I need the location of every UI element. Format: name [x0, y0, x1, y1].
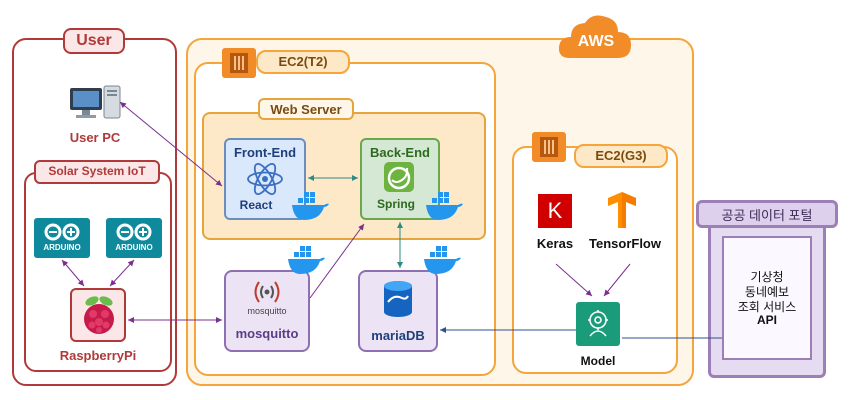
edge-arduino2-pi	[109, 259, 135, 287]
edge-arduino1-pi	[61, 259, 85, 287]
aws-badge: AWS	[577, 33, 615, 50]
user-title-tab	[63, 28, 125, 54]
react-icon	[247, 163, 283, 195]
edge-mosquitto-backend	[309, 223, 365, 299]
ec2-t2-title: EC2(T2)	[278, 54, 328, 69]
user-title: User	[76, 32, 112, 49]
docker-icon-mariadb	[424, 246, 461, 274]
backend-title: Back-End	[370, 145, 430, 160]
edge-tensorflow-model	[603, 263, 631, 297]
web-server-title-tab	[258, 98, 354, 120]
frontend-title: Front-End	[233, 145, 297, 160]
docker-icon-frontend	[292, 192, 329, 220]
raspberrypi-label: RaspberryPi	[59, 348, 137, 363]
portal-service-line-1: 기상청	[750, 270, 784, 284]
model-icon	[576, 302, 620, 346]
mosquitto-logo-text: mosquitto	[247, 306, 287, 316]
mosquitto-box	[224, 270, 310, 352]
arduino-icon-1: ARDUINO	[34, 218, 90, 258]
raspberrypi-icon	[84, 296, 114, 334]
mosquitto-icon	[254, 281, 280, 303]
web-server-title: Web Server	[270, 102, 342, 117]
user-pc-label: User PC	[69, 130, 121, 145]
ec2-t2-icon	[222, 48, 256, 78]
arduino-icon-2: ARDUINO	[106, 218, 162, 258]
arduino-logo-text-1: ARDUINO	[43, 243, 81, 252]
portal-title-tab	[696, 200, 838, 228]
tensorflow-label: TensorFlow	[589, 236, 661, 251]
portal-service-line-3: 조회 서비스	[737, 300, 797, 314]
edge-keras-model	[555, 263, 593, 297]
edge-userpc-frontend	[119, 101, 223, 187]
mosquitto-label: mosquitto	[235, 326, 299, 341]
docker-icon-backend	[426, 192, 463, 220]
keras-label: Keras	[536, 236, 574, 251]
portal-service-box	[722, 236, 812, 360]
spring-icon	[384, 162, 414, 192]
aws-cloud-icon	[558, 15, 631, 58]
portal-title: 공공 데이터 포털	[721, 208, 813, 223]
portal-service-line-4: API	[756, 313, 777, 327]
tensorflow-icon	[608, 192, 636, 228]
backend-tech: Spring	[377, 197, 415, 211]
keras-icon: K	[538, 194, 572, 228]
pc-icon	[70, 85, 121, 119]
arduino-logo-text-2: ARDUINO	[115, 243, 153, 252]
mariadb-icon	[384, 281, 412, 317]
ec2-t2-title-tab	[256, 50, 350, 74]
model-label: Model	[580, 354, 616, 368]
frontend-tech: React	[239, 198, 273, 212]
docker-icon-mosquitto	[288, 246, 325, 274]
ec2-g3-icon	[532, 132, 566, 162]
portal-service-line-2: 동네예보	[744, 285, 790, 299]
mariadb-label: mariaDB	[371, 328, 425, 343]
raspberrypi-box	[70, 288, 126, 342]
ec2-g3-title-tab	[574, 144, 668, 168]
ec2-g3-title: EC2(G3)	[595, 148, 647, 163]
